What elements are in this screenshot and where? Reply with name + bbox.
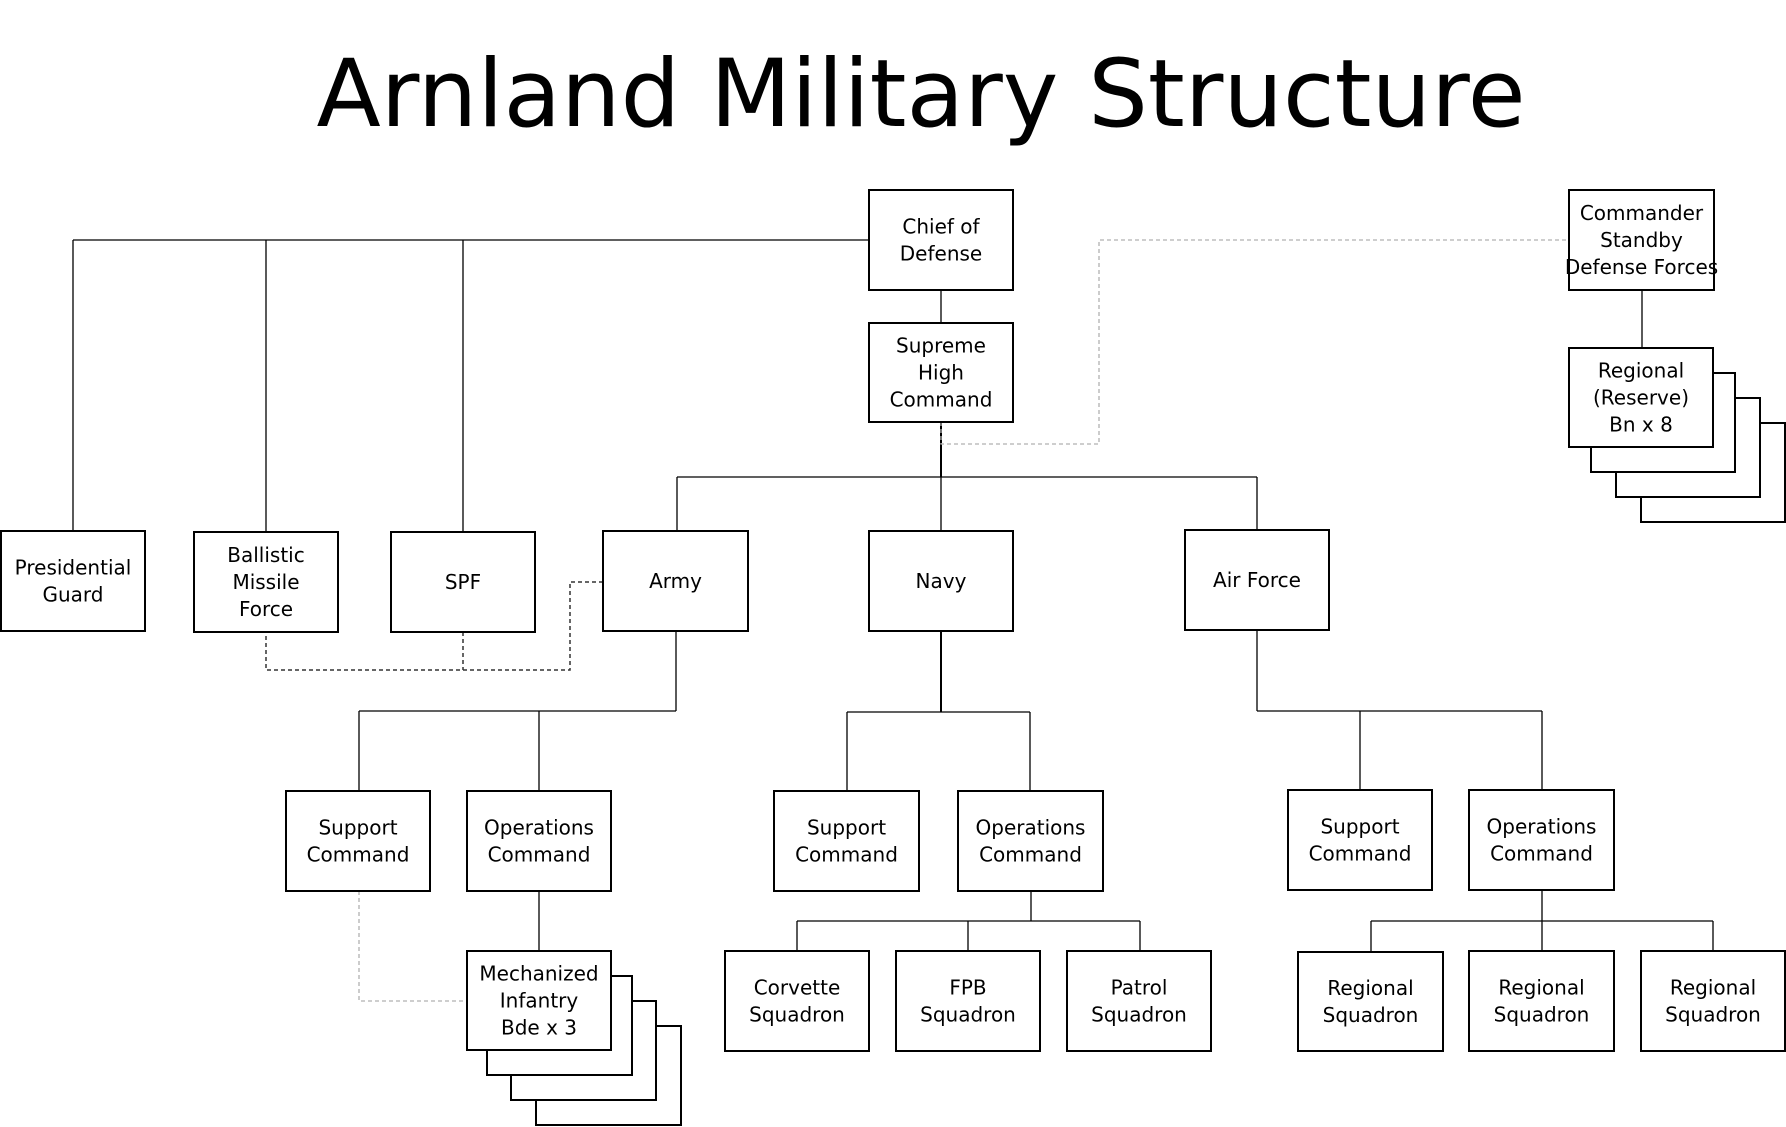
node-box <box>957 790 1104 892</box>
node-box <box>724 950 870 1052</box>
node-label-line: Regional <box>1498 976 1584 1000</box>
node-box <box>602 530 749 632</box>
node-box <box>868 189 1014 291</box>
node-box <box>1468 789 1615 891</box>
node-label-line: Commander <box>1580 201 1704 225</box>
node-label-line: Guard <box>43 583 104 607</box>
node-label-line: Regional <box>1670 976 1756 1000</box>
node-label-line: Corvette <box>754 976 841 1000</box>
node-label-line: Force <box>239 597 293 621</box>
node-label-line: Squadron <box>920 1003 1016 1027</box>
dashed-connector <box>358 891 466 1002</box>
node-regional-reserve-bn: Regional (Reserve) Bn x 8 <box>1568 347 1714 448</box>
node-box <box>390 531 536 633</box>
node-label-line: Defense Forces <box>1565 255 1718 279</box>
node-label-line: Chief of <box>902 215 980 239</box>
node-label-line: Squadron <box>749 1003 845 1027</box>
dashed-connector <box>265 581 603 671</box>
node-label-line: FPB <box>949 976 986 1000</box>
node-label-line: Squadron <box>1494 1003 1590 1027</box>
node-label-line: Patrol <box>1111 976 1168 1000</box>
node-label-line: Operations <box>484 816 594 840</box>
node-label-line: Operations <box>976 816 1086 840</box>
node-spf: SPF <box>390 531 536 633</box>
node-label-line: Squadron <box>1323 1003 1419 1027</box>
node-box <box>1184 529 1330 631</box>
node-box <box>1066 950 1212 1052</box>
node-label-line: High <box>918 361 964 385</box>
node-box <box>1468 950 1615 1052</box>
node-label-line: Support <box>807 816 886 840</box>
node-box <box>193 531 339 633</box>
node-box <box>1568 347 1714 448</box>
node-label-line: Command <box>979 843 1082 867</box>
node-label-line: Command <box>488 843 591 867</box>
page-title: Arnland Military Structure <box>316 40 1526 149</box>
node-label-line: Infantry <box>500 989 579 1013</box>
connectors <box>72 239 1714 1002</box>
node-label-line: Squadron <box>1091 1003 1187 1027</box>
node-label-line: Standby <box>1600 228 1683 252</box>
node-box <box>466 790 612 892</box>
node-fpb-squadron: FPB Squadron <box>895 950 1041 1052</box>
node-label-line: Command <box>307 843 410 867</box>
node-box <box>1568 189 1715 291</box>
node-label-line: SPF <box>445 570 481 594</box>
node-label-line: Ballistic <box>227 543 304 567</box>
node-box <box>895 950 1041 1052</box>
node-label-line: Army <box>649 569 702 593</box>
dashed-connector <box>940 239 1569 445</box>
node-label-line: Command <box>1309 842 1412 866</box>
node-box <box>1297 951 1444 1052</box>
node-box <box>773 790 920 892</box>
node-label-line: Support <box>1320 815 1399 839</box>
node-label-line: Support <box>318 816 397 840</box>
node-army: Army <box>602 530 749 632</box>
node-label-line: Missile <box>232 570 299 594</box>
node-label-line: Operations <box>1487 815 1597 839</box>
node-label-line: Presidential <box>15 556 132 580</box>
node-box <box>868 322 1014 423</box>
node-box <box>285 790 431 892</box>
node-label-line: Command <box>1490 842 1593 866</box>
node-box <box>868 530 1014 632</box>
node-air-force: Air Force <box>1184 529 1330 631</box>
node-navy: Navy <box>868 530 1014 632</box>
node-box <box>0 530 146 632</box>
node-label-line: Squadron <box>1665 1003 1761 1027</box>
node-box <box>1640 950 1786 1052</box>
node-chief-of-defense: Chief of Defense <box>868 189 1014 291</box>
node-label-line: Air Force <box>1213 568 1301 592</box>
node-label-line: Supreme <box>896 334 986 358</box>
node-label-line: Defense <box>900 242 982 266</box>
node-label-line: (Reserve) <box>1593 386 1689 410</box>
node-box <box>1287 789 1433 891</box>
node-label-line: Bde x 3 <box>501 1016 577 1040</box>
node-label-line: Regional <box>1598 359 1684 383</box>
node-label-line: Command <box>890 388 993 412</box>
node-label-line: Mechanized <box>479 962 598 986</box>
node-label-line: Navy <box>916 569 967 593</box>
node-label-line: Bn x 8 <box>1609 413 1673 437</box>
node-label-line: Command <box>795 843 898 867</box>
node-box <box>466 950 612 1051</box>
node-label-line: Regional <box>1327 976 1413 1000</box>
